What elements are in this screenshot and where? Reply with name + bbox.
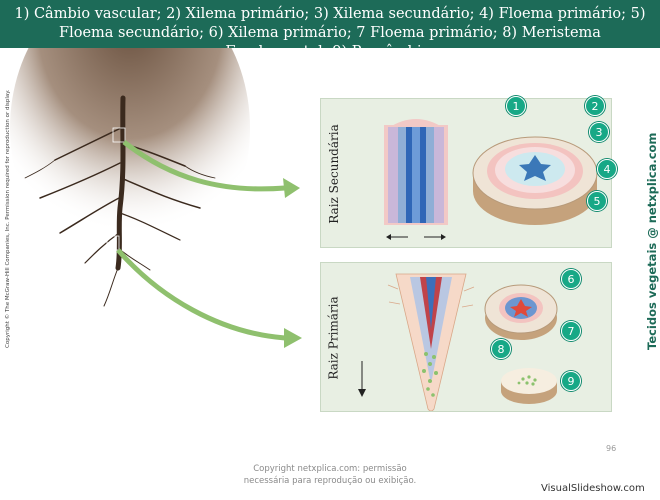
primary-root-label: Raiz Primária bbox=[327, 296, 342, 380]
secondary-root-label: Raiz Secundária bbox=[327, 124, 342, 224]
arrow-to-primary bbox=[116, 248, 286, 341]
secondary-root-longitudinal bbox=[384, 119, 448, 240]
footer-line-2: necessária para reprodução ou exibição. bbox=[243, 476, 417, 486]
copyright-vertical: Copyright © The McGraw-Hill Companies, I… bbox=[5, 89, 11, 348]
footer-line-1: Copyright netxplica.com: permissão bbox=[253, 464, 407, 474]
marker-6: 6 bbox=[561, 269, 581, 289]
marker-9: 9 bbox=[561, 371, 581, 391]
primary-root-panel: Raiz Primária 6 7 bbox=[320, 262, 612, 412]
marker-2: 2 bbox=[585, 96, 605, 116]
marker-5: 5 bbox=[587, 191, 607, 211]
marker-3: 3 bbox=[589, 122, 609, 142]
marker-8: 8 bbox=[491, 339, 511, 359]
side-title: Tecidos vegetais @ netxplica.com bbox=[645, 132, 659, 350]
primary-root-label-wrap: Raiz Primária bbox=[323, 263, 345, 413]
primary-root-apex-section bbox=[501, 368, 557, 404]
brand-watermark: VisualSlideshow.com bbox=[541, 483, 645, 494]
arrow-to-secondary bbox=[122, 140, 286, 192]
primary-root-longitudinal bbox=[387, 273, 475, 411]
caption-text: 1) Câmbio vascular; 2) Xilema primário; … bbox=[14, 6, 646, 60]
marker-4: 4 bbox=[597, 159, 617, 179]
arrow-head-secondary bbox=[283, 178, 300, 198]
footer-copyright: Copyright netxplica.com: permissão neces… bbox=[230, 463, 430, 487]
side-title-wrap: Tecidos vegetais @ netxplica.com bbox=[642, 132, 660, 350]
root-illustration bbox=[10, 48, 302, 348]
caption-banner: 1) Câmbio vascular; 2) Xilema primário; … bbox=[0, 0, 660, 60]
primary-root-cross-section bbox=[484, 284, 558, 340]
marker-1: 1 bbox=[506, 96, 526, 116]
root-system bbox=[24, 95, 216, 307]
secondary-root-panel: Raiz Secundária 1 2 3 4 5 bbox=[320, 96, 617, 249]
arrow-head-primary bbox=[284, 328, 302, 348]
secondary-root-label-wrap: Raiz Secundária bbox=[323, 99, 345, 249]
secondary-root-cross-section bbox=[472, 136, 598, 225]
primary-zoom-box bbox=[106, 235, 120, 251]
soil-background bbox=[10, 48, 250, 278]
page-number: 96 bbox=[606, 444, 617, 453]
secondary-zoom-box bbox=[112, 127, 126, 143]
primary-root-down-arrow bbox=[358, 361, 366, 397]
marker-7: 7 bbox=[561, 321, 581, 341]
